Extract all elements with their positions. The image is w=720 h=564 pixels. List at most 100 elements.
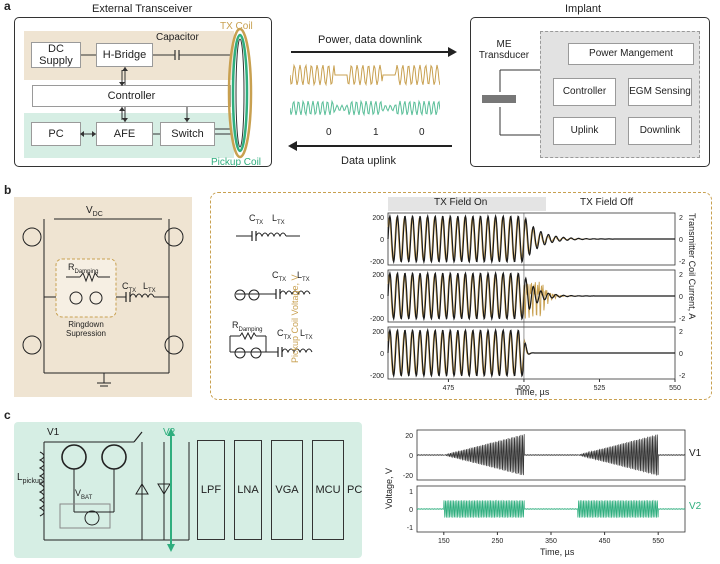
variant1-ltx-label: LTX bbox=[272, 213, 285, 226]
power-management-box: Power Mangement bbox=[568, 43, 694, 65]
ytick-right: -2 bbox=[679, 373, 685, 380]
implant-title: Implant bbox=[565, 3, 602, 15]
c-ytick: 0 bbox=[409, 507, 413, 514]
hbridge-box: H-Bridge bbox=[96, 43, 153, 67]
ytick-left: 200 bbox=[372, 329, 384, 336]
xtick-label: 500 bbox=[518, 385, 530, 392]
ytick-right: 0 bbox=[679, 294, 683, 301]
panel-a-letter: a bbox=[4, 0, 11, 13]
zoom-frame bbox=[210, 192, 712, 400]
ytick-left: -200 bbox=[370, 373, 384, 380]
v2-label: V2 bbox=[163, 427, 176, 438]
panel-b-letter: b bbox=[4, 183, 12, 197]
implant-uplink-box: Uplink bbox=[553, 117, 616, 145]
trace-v2-label: V2 bbox=[689, 501, 702, 512]
ytick-left: 0 bbox=[380, 237, 384, 244]
variant3-ltx-label: LTX bbox=[300, 328, 313, 341]
ytick-right: 0 bbox=[679, 237, 683, 244]
c-xtick-label: 150 bbox=[438, 538, 450, 545]
ytick-right: 0 bbox=[679, 351, 683, 358]
pickup-coil-label: Pickup Coil bbox=[211, 157, 262, 168]
switch-box: Switch bbox=[160, 122, 215, 146]
tx-coil-label: TX Coil bbox=[220, 21, 253, 32]
implant-frame bbox=[470, 17, 710, 167]
hbridge-circuit bbox=[22, 218, 184, 387]
c-xtick-label: 350 bbox=[545, 538, 557, 545]
bit-1: 1 bbox=[373, 127, 379, 138]
panel-c-letter: c bbox=[4, 408, 11, 422]
field-on-label: TX Field On bbox=[434, 197, 488, 208]
ylabel-right: Transmitter Coil Current, A bbox=[687, 213, 697, 320]
vdc-label: VDC bbox=[86, 205, 103, 218]
c-xtick-label: 250 bbox=[492, 538, 504, 545]
mcu-box: MCU bbox=[312, 440, 344, 540]
variant2-ltx-label: LTX bbox=[297, 270, 310, 283]
coil-current-trace-0 bbox=[387, 213, 675, 265]
capacitor-label: Capacitor bbox=[156, 32, 199, 43]
ytick-left: -200 bbox=[370, 259, 384, 266]
egm-sensing-box: EGM Sensing bbox=[628, 78, 692, 106]
ytick-right: 2 bbox=[679, 215, 683, 222]
panel-c-xlabel: Time, µs bbox=[540, 547, 575, 557]
c-xtick-label: 550 bbox=[652, 538, 664, 545]
c-xtick-label: 450 bbox=[599, 538, 611, 545]
ytick-left: -200 bbox=[370, 316, 384, 323]
receiver-circuit bbox=[38, 428, 190, 552]
me-transducer-label: ME Transducer bbox=[478, 39, 530, 61]
c-trace-0 bbox=[416, 434, 686, 476]
coil-current-trace-1 bbox=[387, 270, 675, 322]
implant-downlink-box: Downlink bbox=[628, 117, 692, 145]
downlink-arrow-label: Power, data downlink bbox=[318, 34, 422, 46]
dc-supply-box: DC Supply bbox=[31, 42, 81, 68]
panel-c-ylabel: Voltage, V bbox=[384, 467, 394, 509]
ltx-label: LTX bbox=[143, 281, 156, 294]
bit-0-first: 0 bbox=[326, 127, 332, 138]
ctx-label: CTX bbox=[122, 281, 137, 294]
panel-a-wiring bbox=[80, 27, 540, 159]
bit-0-second: 0 bbox=[419, 127, 425, 138]
vbat-label: VBAT bbox=[75, 488, 93, 501]
pc-label: PC bbox=[347, 484, 363, 496]
me-transducer-block bbox=[482, 95, 516, 103]
vga-box: VGA bbox=[271, 440, 303, 540]
xtick-label: 550 bbox=[669, 385, 681, 392]
variant3-ctx-label: CTX bbox=[277, 328, 292, 341]
xtick-label: 475 bbox=[443, 385, 455, 392]
xtick-label: 525 bbox=[594, 385, 606, 392]
coil-current-trace-2 bbox=[387, 327, 675, 379]
ytick-left: 200 bbox=[372, 272, 384, 279]
downlink-waveform bbox=[290, 63, 440, 117]
r-damping-label: RDamping bbox=[68, 262, 99, 275]
external-transceiver-frame bbox=[14, 17, 272, 167]
field-off-label: TX Field Off bbox=[580, 197, 634, 208]
ylabel-left: Pickup Coil Voltage, V bbox=[290, 274, 300, 363]
circuit-variants bbox=[229, 231, 313, 359]
field-on-band bbox=[388, 197, 546, 211]
implant-controller-box: Controller bbox=[553, 78, 616, 106]
c-ytick: -1 bbox=[407, 525, 413, 532]
ytick-left: 0 bbox=[380, 351, 384, 358]
afe-box: AFE bbox=[96, 122, 153, 146]
ytick-right: -2 bbox=[679, 316, 685, 323]
lpf-box: LPF bbox=[197, 440, 225, 540]
external-transceiver-title: External Transceiver bbox=[92, 3, 193, 15]
lna-box: LNA bbox=[234, 440, 262, 540]
v1-label: V1 bbox=[47, 427, 60, 438]
ytick-right: 2 bbox=[679, 329, 683, 336]
uplink-arrow-label: Data uplink bbox=[341, 155, 397, 167]
c-ytick: 20 bbox=[405, 433, 413, 440]
lpickup-label: Lpickup bbox=[17, 472, 43, 485]
ytick-left: 0 bbox=[380, 294, 384, 301]
ringdown-label: Ringdown Supression bbox=[65, 320, 107, 338]
variant2-ctx-label: CTX bbox=[272, 270, 287, 283]
c-trace-1 bbox=[416, 499, 686, 519]
pc-box: PC bbox=[31, 122, 81, 146]
controller-box: Controller bbox=[32, 85, 231, 107]
panel-b-xlabel: Time, µs bbox=[515, 387, 550, 397]
c-ytick: 0 bbox=[409, 453, 413, 460]
variant3-r-label: RDamping bbox=[232, 320, 263, 333]
c-ytick: 1 bbox=[409, 489, 413, 496]
variant1-ctx-label: CTX bbox=[249, 213, 264, 226]
